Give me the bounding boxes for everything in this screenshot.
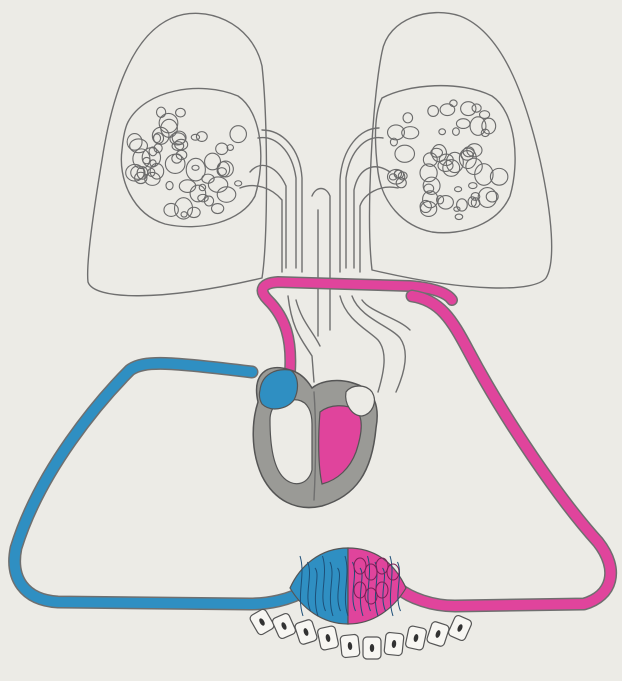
tissue-cell — [294, 619, 318, 645]
alveolus — [198, 194, 208, 201]
left-lung — [88, 13, 267, 295]
alveolus — [438, 196, 453, 210]
heart — [253, 368, 377, 508]
alveolus — [217, 162, 230, 177]
alveolus — [191, 134, 199, 140]
alveolus — [230, 126, 246, 143]
alveolus — [469, 183, 477, 189]
systemic-artery-outline — [398, 296, 611, 606]
alveolus — [455, 214, 463, 219]
left-branch-2 — [240, 186, 282, 272]
tissue-cell — [271, 612, 296, 639]
right-branch-1 — [346, 138, 383, 268]
alveolus — [176, 108, 186, 117]
alveolus — [472, 104, 481, 112]
left-branch-1 — [250, 165, 286, 268]
alveolus — [216, 143, 228, 155]
capillary-bed-venous-half — [290, 548, 348, 624]
cell-nucleus — [370, 644, 374, 652]
right-lung-outline — [370, 13, 552, 288]
alveolus — [461, 102, 476, 116]
left-lung-alveoli — [126, 107, 247, 219]
alveolus — [428, 106, 439, 117]
alveolus — [395, 145, 415, 162]
alveolus — [455, 187, 462, 192]
alveolus — [165, 154, 185, 173]
alveolus — [164, 203, 178, 216]
alveolus — [181, 212, 187, 217]
alveolus — [453, 128, 460, 136]
central-trunk-a — [312, 189, 330, 331]
systemic-artery-fill — [398, 296, 611, 606]
alveolus — [208, 177, 227, 192]
alveolus — [127, 134, 142, 151]
tissue-cell — [249, 608, 276, 636]
alveolus — [196, 132, 207, 142]
alveolus — [192, 165, 199, 170]
right-branch-4 — [360, 187, 398, 272]
tissue-cell — [405, 625, 427, 650]
alveolus — [199, 184, 205, 190]
alveolus — [179, 180, 195, 193]
tissue-cell — [447, 614, 472, 641]
left-branch-3 — [258, 138, 296, 268]
alveolus — [205, 153, 221, 170]
alveolus — [440, 104, 455, 116]
right-lung-alveoli — [387, 100, 507, 220]
vessels-to-heart-5 — [362, 300, 410, 330]
right-lung-lobule — [375, 86, 515, 233]
alveolus — [403, 113, 413, 123]
pulmonary-branches — [240, 128, 410, 392]
tissue-cell — [317, 625, 339, 650]
vessels-to-heart-4 — [352, 296, 405, 392]
alveolus — [466, 158, 482, 174]
alveolus — [235, 181, 242, 186]
right-lung — [370, 13, 552, 288]
alveolus — [439, 129, 446, 135]
alveolus — [166, 181, 173, 189]
alveolus — [478, 188, 496, 208]
systemic-capillary-bed — [290, 548, 406, 624]
alveolus — [457, 199, 468, 211]
alveolus — [157, 107, 166, 117]
alveolus — [470, 117, 486, 136]
tissue-cell — [384, 632, 404, 656]
tissue-cell — [426, 621, 450, 647]
tissue-cell — [363, 637, 381, 659]
alveolus — [420, 201, 436, 216]
tissue-cell — [340, 634, 360, 658]
alveolus — [456, 119, 470, 129]
alveolus — [211, 204, 223, 214]
vessels-to-heart-2 — [296, 300, 320, 346]
alveolus — [153, 134, 160, 143]
systemic-artery — [398, 296, 611, 606]
